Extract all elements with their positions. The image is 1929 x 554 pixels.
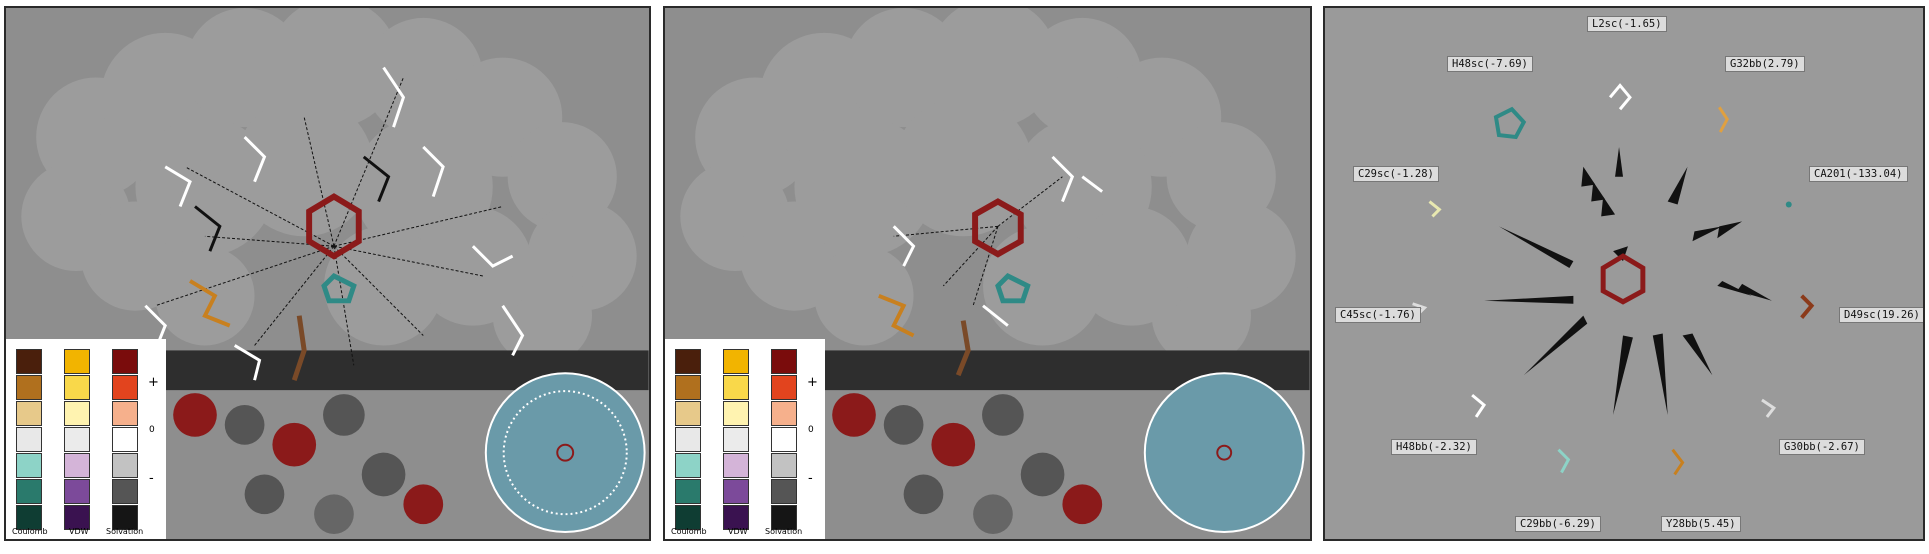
sign-plus: + [807,375,818,390]
vdw-column [64,349,90,531]
solvation-column [771,349,797,531]
label-vdw: VDW [728,527,748,536]
brown-residue [291,315,307,381]
h48bb-residue [1471,393,1487,418]
label-solvation: Solvation [765,527,803,536]
label-y28bb: Y28bb(5.45) [1661,516,1741,532]
summary-inset-full [484,372,646,534]
color-legend-1: + 0 - Coulomb VDW Solvation [6,339,166,539]
interaction-arrows [1484,146,1772,415]
sign-plus: + [148,375,159,390]
label-coulomb: Coulomb [12,527,48,536]
residue-sticks [892,155,1104,327]
ligand-ring [306,193,362,260]
g30bb-residue [1761,398,1777,418]
molecular-scene-filtered [680,8,1310,535]
label-ca201: CA201(-133.04) [1809,166,1908,182]
solvation-column [112,349,138,531]
radial-summary-diagram [1412,83,1815,476]
y28bb-residue [1671,448,1685,476]
l2sc-residue [1608,83,1632,111]
sign-minus: - [808,471,813,486]
sign-minus: - [149,471,154,486]
coulomb-column [16,349,42,531]
interaction-lines [893,176,1063,306]
label-d49sc: D49sc(19.26) [1839,307,1923,323]
c29sc-residue [1428,200,1442,218]
ca201-ion [1785,201,1792,208]
orange-residue [878,293,915,338]
sign-zero: 0 [149,425,155,435]
brown-residue [955,320,971,377]
label-g32bb: G32bb(2.79) [1725,56,1805,72]
dna-base [125,350,649,535]
label-solvation: Solvation [106,527,144,536]
sign-zero: 0 [808,425,814,435]
protein-surface [680,8,1296,366]
label-vdw: VDW [69,527,89,536]
coulomb-column [675,349,701,531]
label-c45sc: C45sc(-1.76) [1335,307,1421,323]
d49sc-residue [1800,294,1815,319]
label-coulomb: Coulomb [671,527,707,536]
radial-summary-panel: L2sc(-1.65) H48sc(-7.69) G32bb(2.79) C29… [1323,6,1925,541]
label-l2sc: L2sc(-1.65) [1587,16,1667,32]
vdw-column [723,349,749,531]
teal-residue [995,272,1031,304]
summary-inset-filtered [1143,372,1305,534]
molecular-scene-full [21,8,649,535]
protein-surface [21,8,637,366]
label-c29bb: C29bb(-6.29) [1515,516,1601,532]
teal-residue [321,272,357,304]
c29bb-residue [1557,448,1571,474]
full-interaction-panel: + 0 - Coulomb VDW Solvation [4,6,651,541]
color-legend-2: + 0 - Coulomb VDW Solvation [665,339,825,539]
label-h48bb: H48bb(-2.32) [1391,439,1477,455]
residue-sticks-dark [194,155,391,252]
ligand-ring [972,198,1024,258]
label-g30bb: G30bb(-2.67) [1779,439,1865,455]
filtered-interaction-panel: + 0 - Coulomb VDW Solvation [663,6,1312,541]
ligand-center [1600,253,1646,305]
g32bb-residue [1718,106,1729,133]
h48sc-residue [1493,106,1527,140]
label-c29sc: C29sc(-1.28) [1353,166,1439,182]
orange-residue [189,279,231,328]
label-h48sc: H48sc(-7.69) [1447,56,1533,72]
